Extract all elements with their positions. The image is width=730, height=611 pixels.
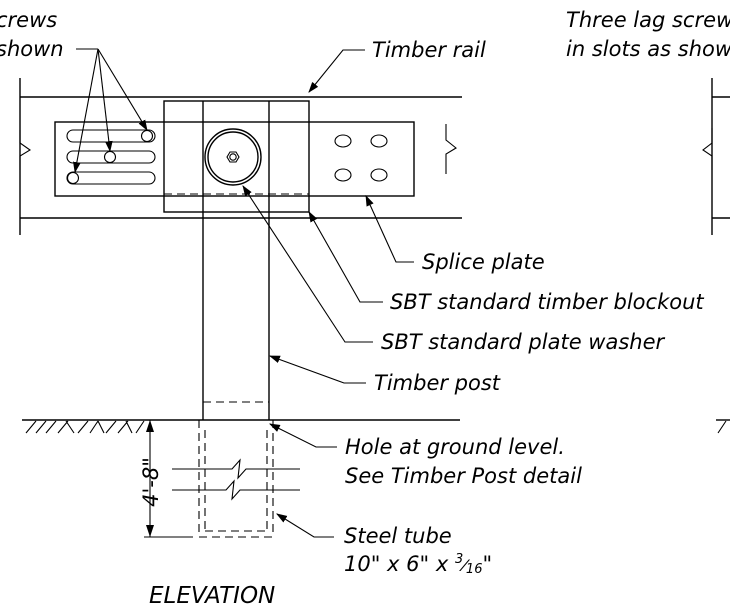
splice-plate-label: Splice plate bbox=[422, 250, 545, 274]
timber-rail bbox=[19, 78, 462, 235]
lag-screw bbox=[103, 150, 117, 164]
steel-tube-inch-mark: " bbox=[482, 552, 492, 576]
timber-post bbox=[202, 101, 270, 420]
blockout-label: SBT standard timber blockout bbox=[390, 290, 704, 314]
dimension-embedment bbox=[144, 420, 193, 538]
leader-lines bbox=[73, 48, 414, 538]
hole-label-line2: See Timber Post detail bbox=[345, 464, 582, 488]
steel-tube-frac-den: 16 bbox=[466, 562, 483, 577]
hole-label-line1: Hole at ground level. bbox=[345, 435, 565, 459]
lag-screw bbox=[66, 171, 80, 185]
timber-rail-right-fragment bbox=[702, 78, 730, 235]
steel-tube-label-line2: 10" x 6" x 3⁄16" bbox=[344, 552, 492, 577]
view-title: ELEVATION bbox=[149, 583, 275, 609]
steel-tube-size: 10" x 6" x bbox=[344, 552, 455, 576]
plate-washer bbox=[204, 128, 262, 186]
timber-post-label: Timber post bbox=[374, 371, 501, 395]
lag-screw-slots bbox=[66, 129, 156, 185]
timber-rail-label: Timber rail bbox=[372, 38, 486, 62]
lag-screw-label-line2: shown bbox=[0, 37, 64, 61]
lag-screw-label-line1: crews bbox=[0, 8, 57, 32]
plate-washer-label: SBT standard plate washer bbox=[381, 330, 666, 354]
steel-tube-frac-num: 3 bbox=[455, 552, 463, 567]
ground-line bbox=[22, 419, 730, 434]
lag-screw-right-label-line2: in slots as show bbox=[566, 37, 730, 61]
timber-blockout bbox=[55, 100, 330, 213]
lag-screw bbox=[140, 129, 154, 143]
lag-screw-right-label-line1: Three lag screw bbox=[566, 8, 730, 32]
steel-tube bbox=[172, 420, 300, 538]
dimension-label: 4'-8" bbox=[139, 457, 163, 507]
steel-tube-label-line1: Steel tube bbox=[344, 524, 452, 548]
